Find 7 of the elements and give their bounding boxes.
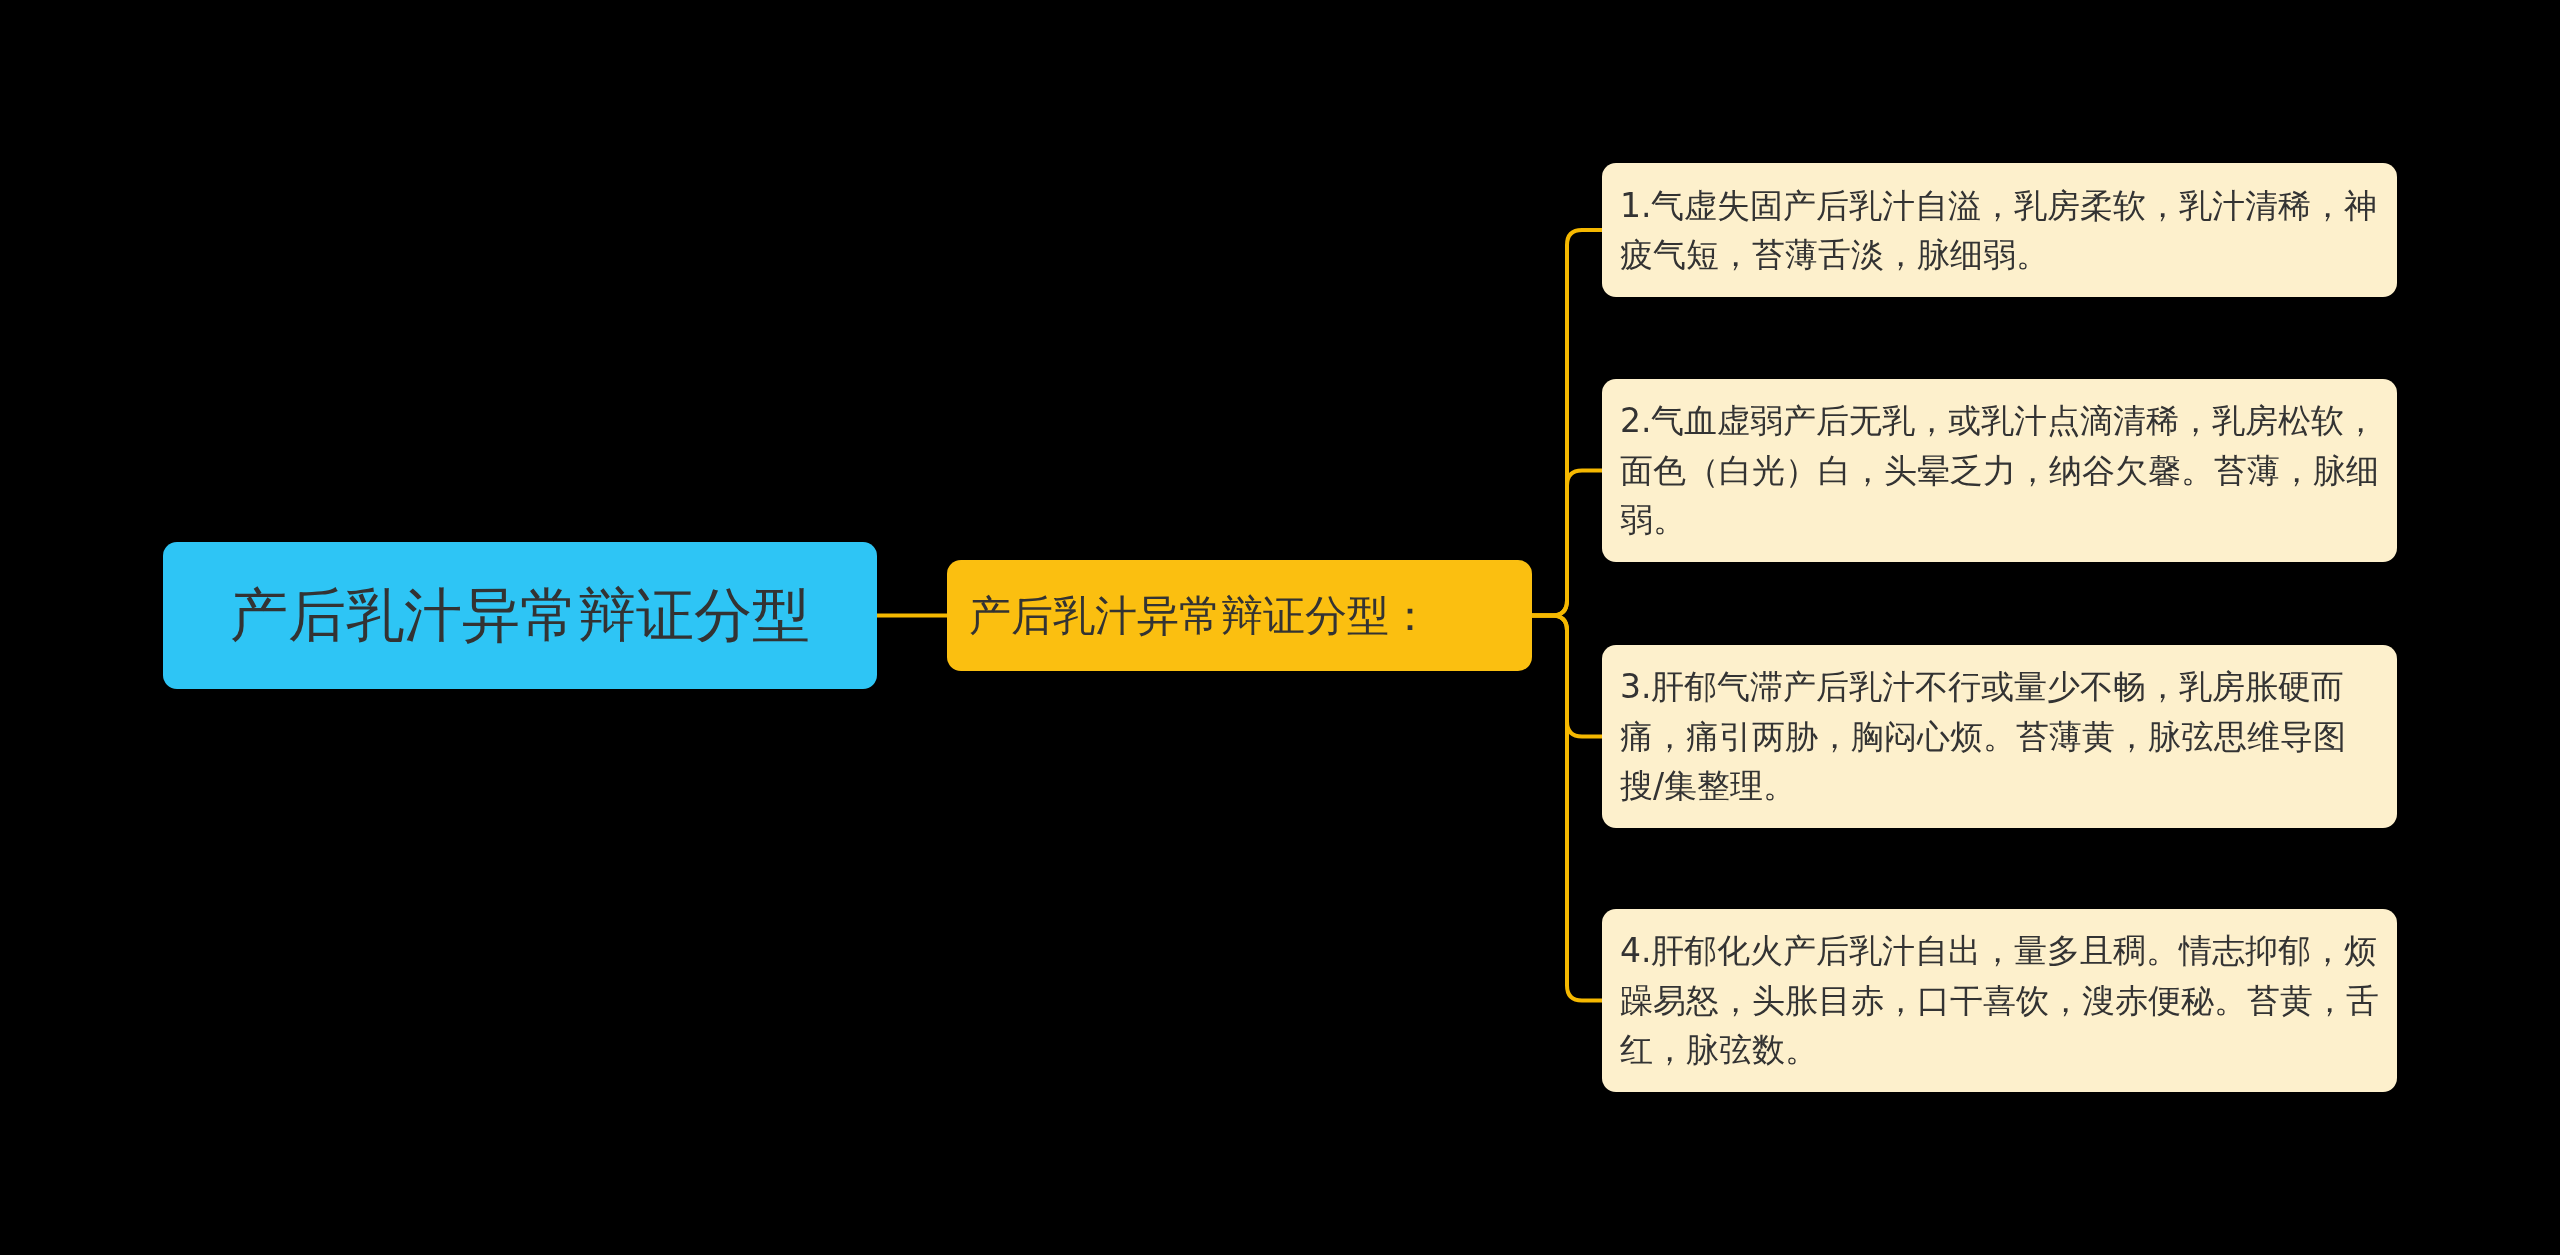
root-topic-box: 产后乳汁异常辩证分型 [163,542,877,689]
subtopic-box: 产后乳汁异常辩证分型： [947,560,1532,671]
detail-box: 4.肝郁化火产后乳汁自出，量多且稠。情志抑郁，烦躁易怒，头胀目赤，口干喜饮，溲赤便秘。苔黄，舌红，脉弦数。 [1602,909,2397,1092]
connector-line [877,613,947,618]
detail-box: 1.气虚失固产后乳汁自溢，乳房柔软，乳汁清稀，神疲气短，苔薄舌淡，脉细弱。 [1602,163,2397,297]
detail-box: 3.肝郁气滞产后乳汁不行或量少不畅，乳房胀硬而痛，痛引两胁，胸闷心烦。苔薄黄，脉弦思维导图搜/集整理。 [1602,645,2397,828]
detail-box: 2.气血虚弱产后无乳，或乳汁点滴清稀，乳房松软，面色（白光）白，头晕乏力，纳谷欠馨。苔薄，脉细弱。 [1602,379,2397,562]
